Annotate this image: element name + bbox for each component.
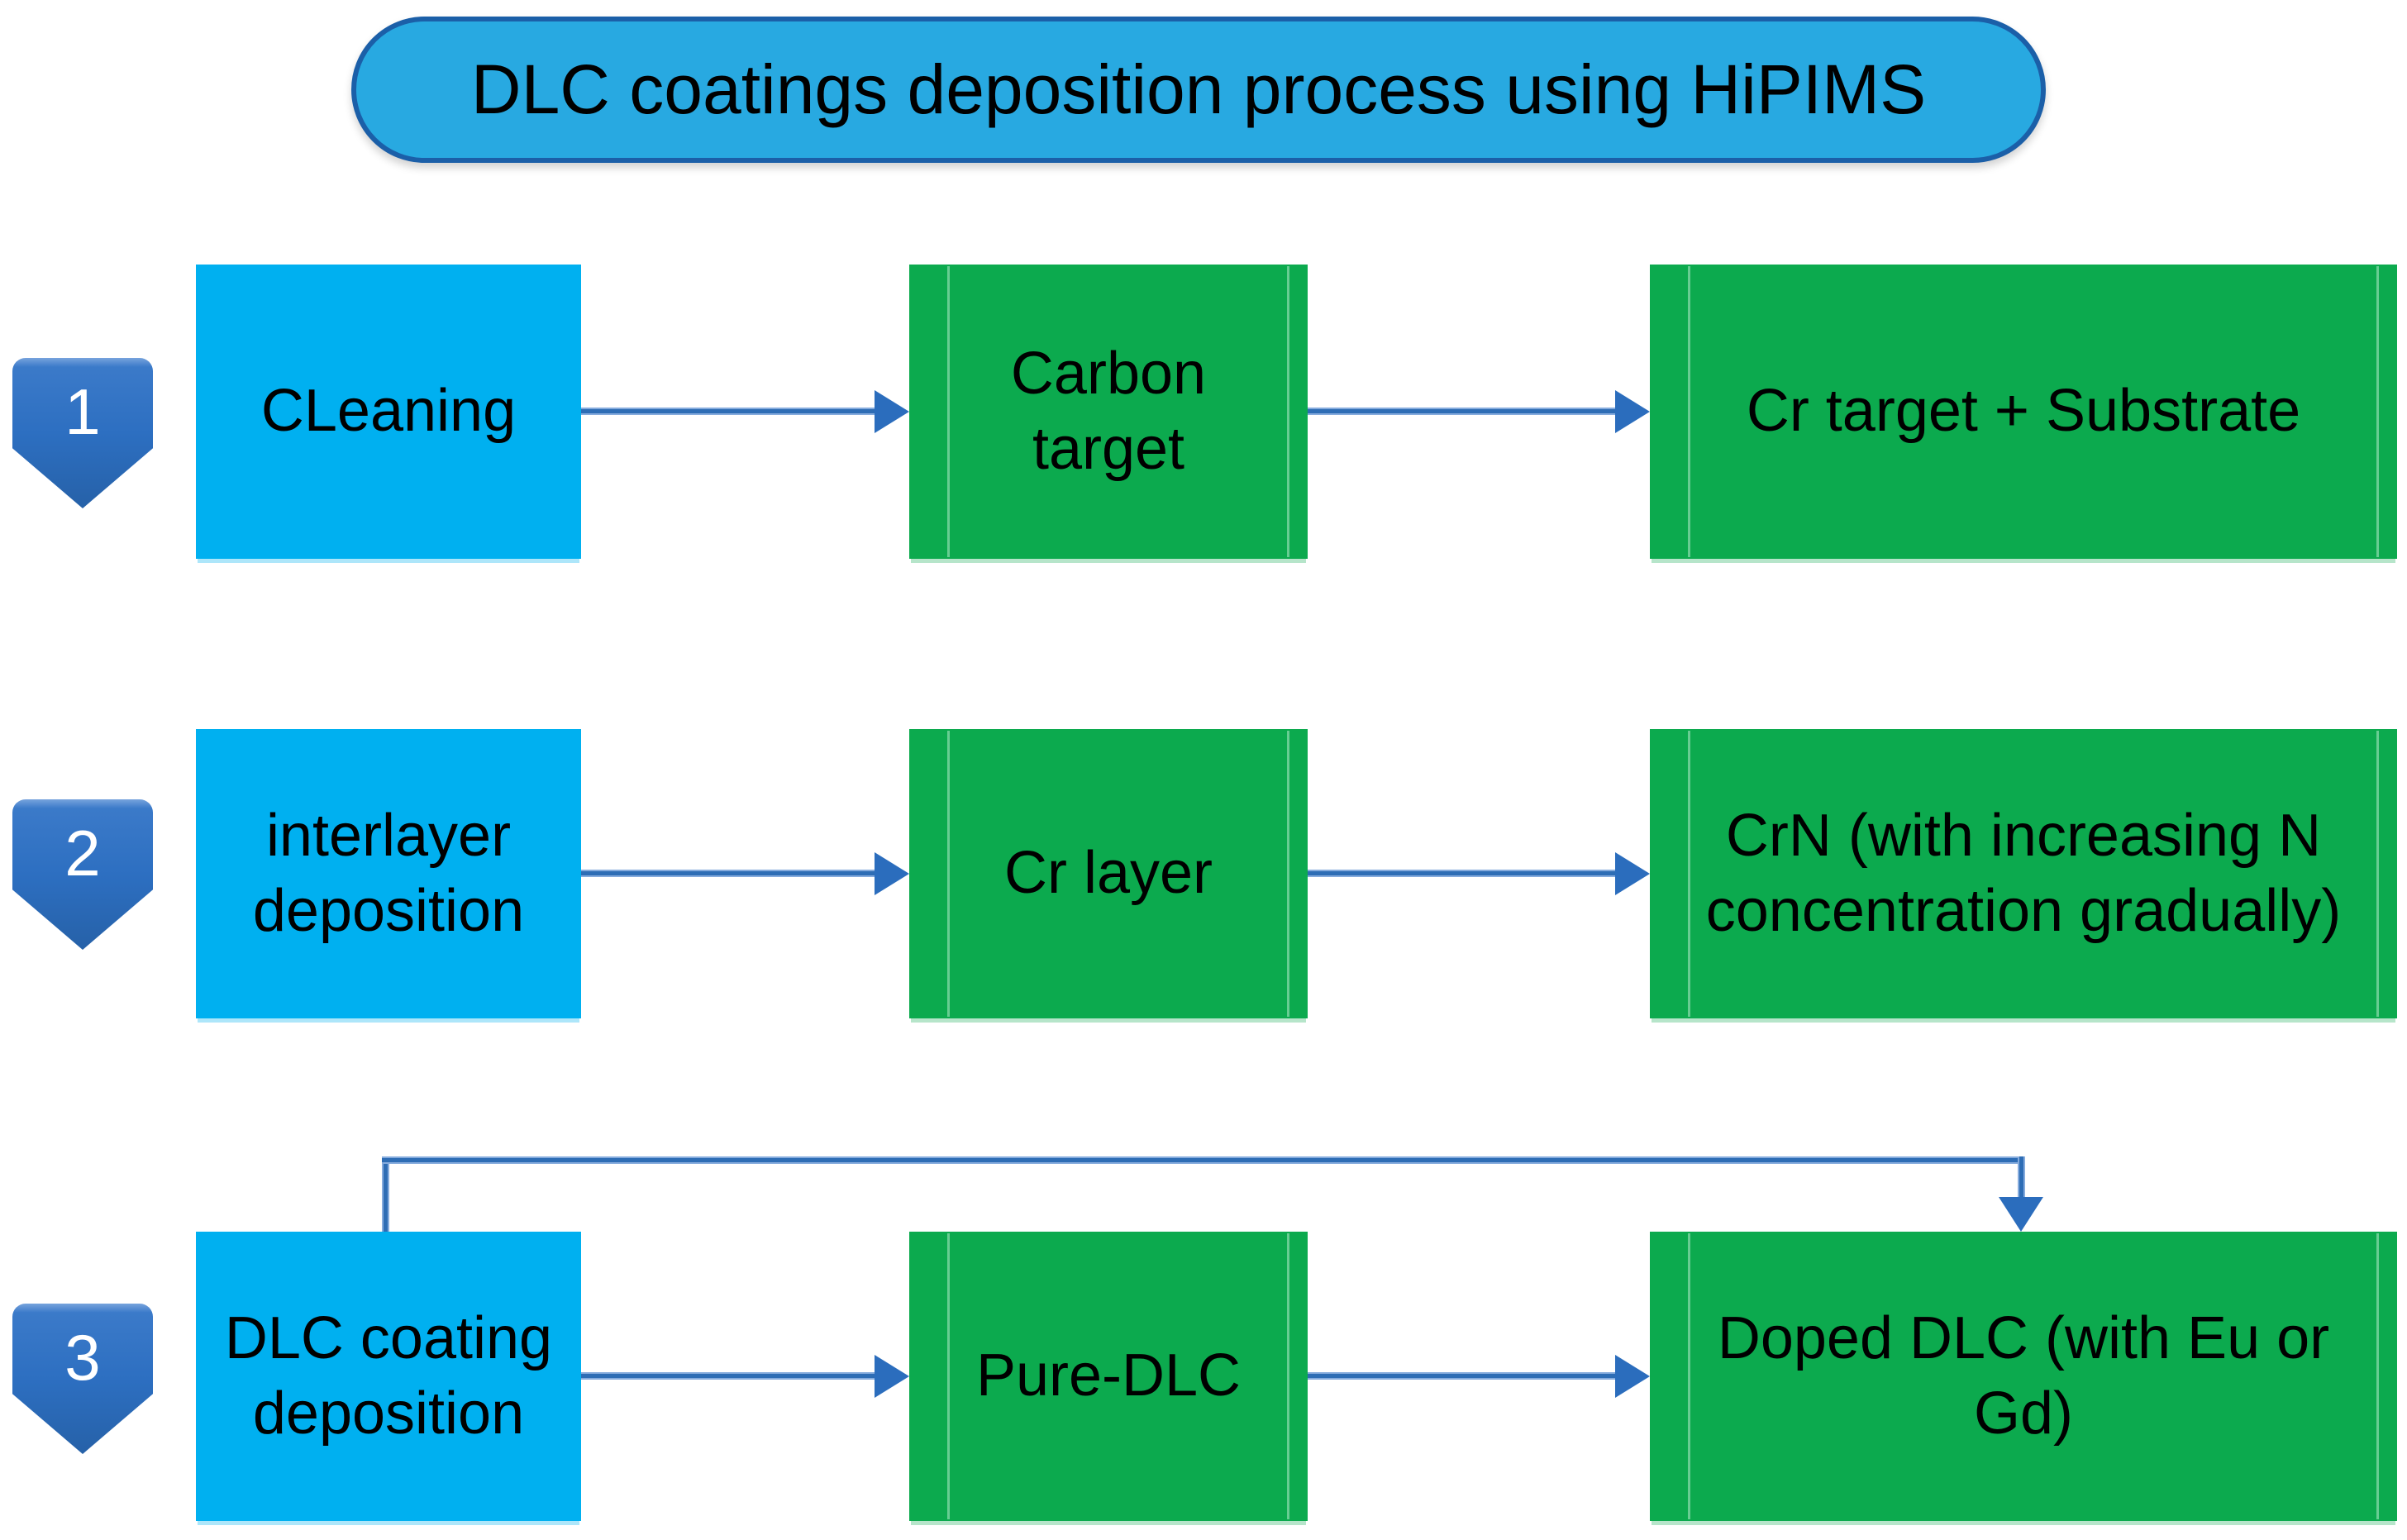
arrowhead-right-icon	[875, 1355, 909, 1398]
feedback-arrow-span	[382, 1156, 2025, 1164]
step-2-process-label: Cr layer	[1003, 840, 1213, 907]
arrow-line	[1308, 870, 1617, 877]
step-3-result-label: Doped DLC (with Eu or Gd)	[1717, 1304, 2330, 1447]
feedback-arrow-riser	[382, 1156, 389, 1232]
arrowhead-right-icon	[875, 390, 909, 433]
arrow-line	[1308, 1372, 1617, 1380]
step-2-stage-box: interlayer deposition	[196, 729, 581, 1018]
step-1-result-label: Cr target + Substrate	[1746, 378, 2301, 445]
step-3-result-box: Doped DLC (with Eu or Gd)	[1650, 1232, 2397, 1521]
step-2-badge: 2	[12, 799, 153, 950]
step-2-result-box: CrN (with increasing N concentration gra…	[1650, 729, 2397, 1018]
step-3-process-box: Pure-DLC	[909, 1232, 1308, 1521]
step-2-result-label: CrN (with increasing N concentration gra…	[1705, 802, 2342, 944]
arrow-line	[581, 1372, 876, 1380]
feedback-arrow-drop	[2018, 1156, 2025, 1199]
step-3-process-label: Pure-DLC	[975, 1342, 1242, 1409]
step-1-badge: 1	[12, 358, 153, 508]
step-1-stage-label: CLeaning	[260, 378, 517, 445]
step-3-stage-label: DLC coating deposition	[224, 1304, 553, 1447]
step-3-badge: 3	[12, 1304, 153, 1454]
step-3-stage-box: DLC coating deposition	[196, 1232, 581, 1521]
step-1-process-label: Carbon target	[1010, 340, 1207, 482]
step-2-stage-label: interlayer deposition	[252, 802, 525, 944]
step-3-number: 3	[64, 1320, 101, 1394]
arrow-line	[581, 870, 876, 877]
arrowhead-right-icon	[1615, 1355, 1650, 1398]
step-1-process-box: Carbon target	[909, 265, 1308, 559]
arrowhead-right-icon	[875, 852, 909, 895]
arrow-line	[1308, 408, 1617, 415]
step-2-number: 2	[64, 816, 101, 889]
step-1-number: 1	[64, 374, 101, 448]
step-1-stage-box: CLeaning	[196, 265, 581, 559]
step-1-result-box: Cr target + Substrate	[1650, 265, 2397, 559]
diagram-title: DLC coatings deposition process using Hi…	[470, 50, 1927, 128]
arrowhead-right-icon	[1615, 390, 1650, 433]
arrowhead-down-icon	[1999, 1197, 2043, 1232]
arrowhead-right-icon	[1615, 852, 1650, 895]
diagram-title-pill: DLC coatings deposition process using Hi…	[351, 17, 2046, 163]
arrow-line	[581, 408, 876, 415]
step-2-process-box: Cr layer	[909, 729, 1308, 1018]
